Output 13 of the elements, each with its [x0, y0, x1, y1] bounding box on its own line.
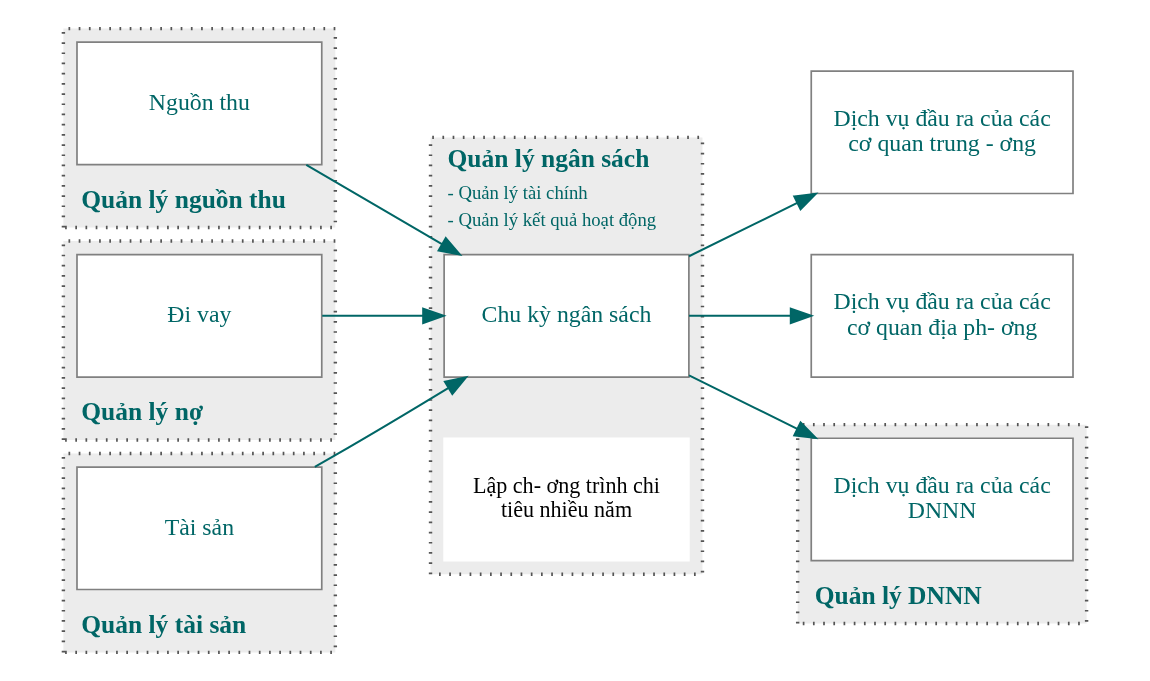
node-box: Dịch vụ đầu ra của các cơ quan trung - ơng — [810, 70, 1074, 195]
node-box: Đi vay — [76, 253, 323, 378]
node-box: Dịch vụ đầu ra của các cơ quan địa ph- ơng — [810, 253, 1074, 378]
node-box: Nguồn thu — [76, 41, 323, 166]
node-box: Tài sản — [76, 466, 323, 591]
arrow — [688, 192, 819, 258]
node-box: Chu kỳ ngân sách — [443, 253, 690, 378]
arrow — [688, 374, 819, 440]
arrow — [314, 375, 469, 468]
arrow — [305, 163, 463, 257]
arrow — [689, 307, 815, 325]
node-box: Dịch vụ đầu ra của các DNNN — [810, 437, 1074, 562]
arrow — [322, 307, 447, 325]
